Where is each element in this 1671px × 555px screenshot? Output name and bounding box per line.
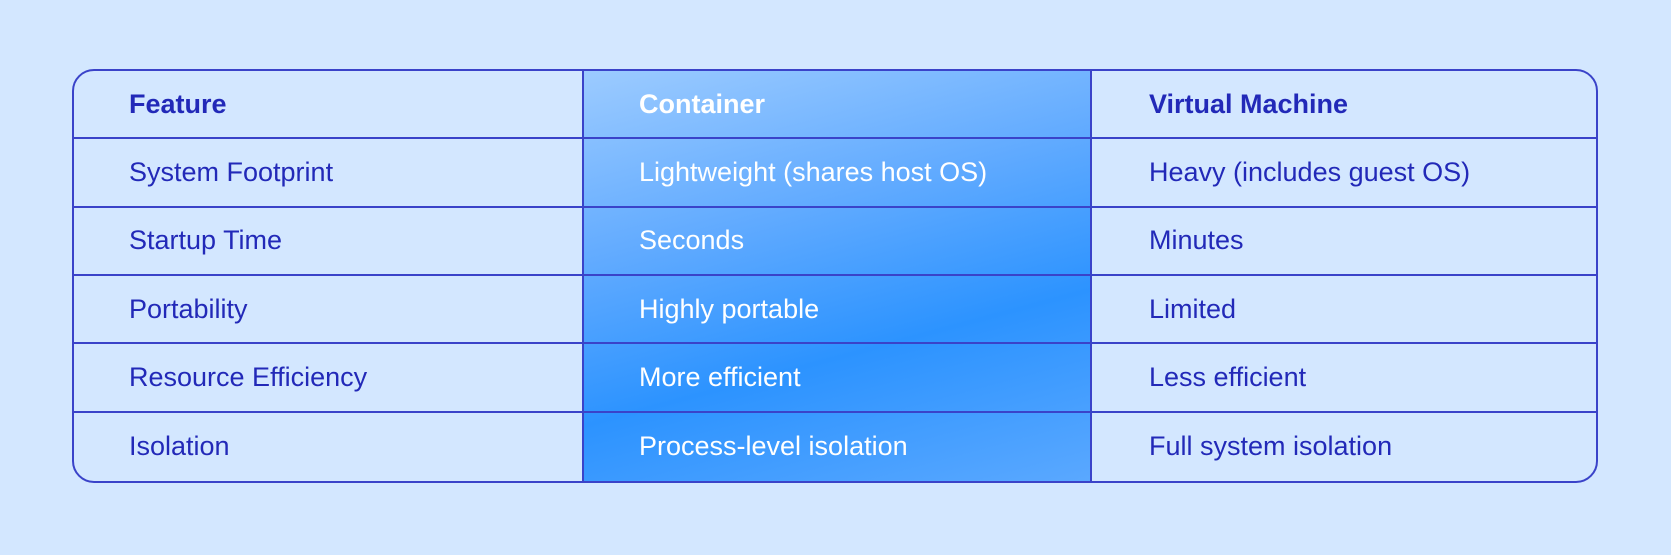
header-virtual-machine: Virtual Machine <box>1094 71 1596 140</box>
row-feature-cell: Isolation <box>129 431 230 462</box>
table-grid: Feature Container Virtual Machine System… <box>74 71 1596 481</box>
row-feature-cell: System Footprint <box>74 139 584 208</box>
row-feature-cell: Portability <box>74 276 584 345</box>
row-container-cell: Seconds <box>584 208 1094 276</box>
row-vm-cell: Full system isolation <box>1149 431 1393 462</box>
row-feature-cell: Startup Time <box>74 208 584 276</box>
row-vm-cell: Limited <box>1094 276 1596 345</box>
row-container-cell: Process-level isolation <box>639 431 908 462</box>
row-feature-cell: Resource Efficiency <box>74 344 584 413</box>
row-container-cell: More efficient <box>584 344 1094 413</box>
comparison-table: Feature Container Virtual Machine System… <box>72 69 1598 483</box>
row-vm-cell: Minutes <box>1094 208 1596 276</box>
row-container-cell: Highly portable <box>584 276 1094 345</box>
row-container-cell: Lightweight (shares host OS) <box>584 139 1094 208</box>
container-column-highlight <box>582 71 1092 481</box>
row-vm-cell: Heavy (includes guest OS) <box>1094 139 1596 208</box>
header-container: Container <box>584 71 1094 140</box>
row-vm-cell: Less efficient <box>1094 344 1596 413</box>
header-feature: Feature <box>74 71 584 140</box>
